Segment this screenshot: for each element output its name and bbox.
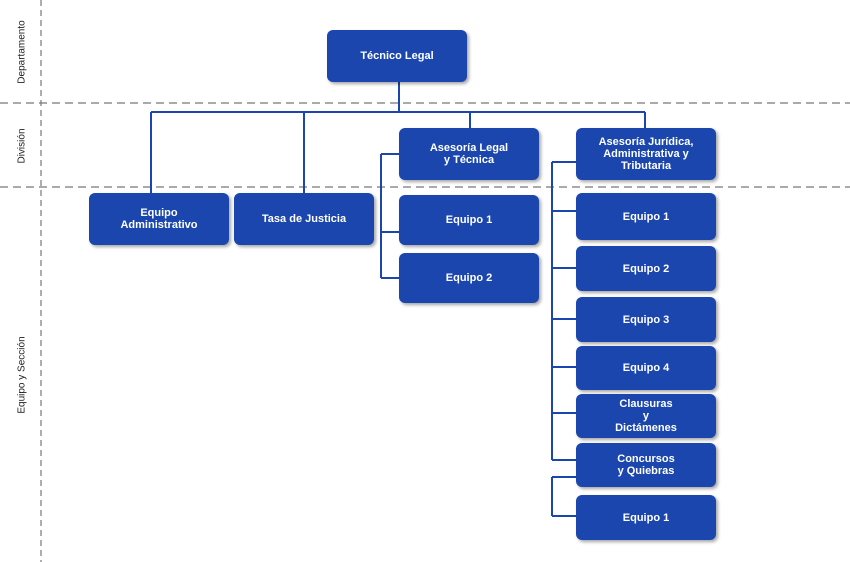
- node-cq-equipo-1[interactable]: Equipo 1: [576, 495, 716, 540]
- node-aj-equipo-3[interactable]: Equipo 3: [576, 297, 716, 342]
- band-label-departamento: Departamento: [16, 20, 28, 84]
- node-aj-equipo-1[interactable]: Equipo 1: [576, 193, 716, 240]
- node-aj-equipo-2[interactable]: Equipo 2: [576, 246, 716, 291]
- node-asesoria-legal-tecnica[interactable]: Asesoría Legal y Técnica: [399, 128, 539, 180]
- node-tecnico-legal[interactable]: Técnico Legal: [327, 30, 467, 82]
- node-aj-equipo-4[interactable]: Equipo 4: [576, 346, 716, 390]
- node-asesoria-juridica[interactable]: Asesoría Jurídica, Administrativa y Trib…: [576, 128, 716, 180]
- node-clausuras-dictamenes[interactable]: Clausuras y Dictámenes: [576, 394, 716, 438]
- band-label-equipo-seccion: Equipo y Sección: [16, 336, 28, 414]
- node-equipo-administrativo[interactable]: Equipo Administrativo: [89, 193, 229, 245]
- node-concursos-quiebras[interactable]: Concursos y Quiebras: [576, 443, 716, 487]
- band-label-division: División: [16, 128, 28, 164]
- node-alt-equipo-1[interactable]: Equipo 1: [399, 195, 539, 245]
- node-tasa-justicia[interactable]: Tasa de Justicia: [234, 193, 374, 245]
- node-alt-equipo-2[interactable]: Equipo 2: [399, 253, 539, 303]
